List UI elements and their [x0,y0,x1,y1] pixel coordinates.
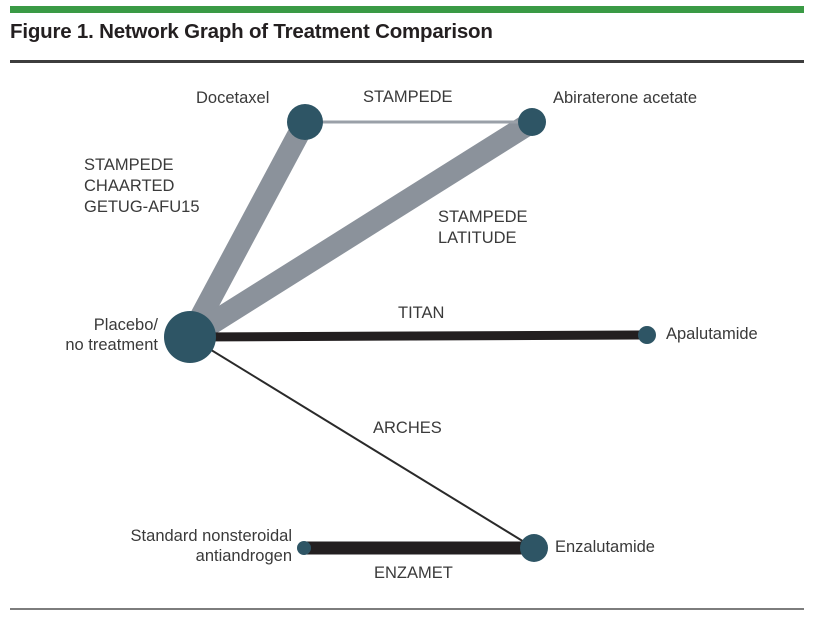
network-graph-svg [164,104,656,562]
node-label-placebo: Placebo/ no treatment [65,316,158,354]
edge-label-placebo-apalutamide: TITAN [398,304,445,322]
edge-label-docetaxel-abiraterone: STAMPEDE [363,88,453,106]
edge-label-placebo-enzalutamide: ARCHES [373,419,442,437]
node-label-abiraterone: Abiraterone acetate [553,89,698,107]
title-divider [10,60,804,63]
edge-label-placebo-docetaxel: STAMPEDE CHAARTED GETUG-AFU15 [84,156,200,216]
edge-label-placebo-abiraterone: STAMPEDE LATITUDE [438,208,528,247]
graph-edge-placebo-docetaxel [180,116,315,343]
node-label-apalutamide: Apalutamide [666,325,758,343]
graph-edge-placebo-apalutamide [189,330,648,342]
graph-node-enzalutamide[interactable] [520,534,548,562]
figure-title: Figure 1. Network Graph of Treatment Com… [10,20,493,43]
graph-node-apalutamide[interactable] [638,326,656,344]
node-label-sna: Standard nonsteroidal antiandrogen [130,527,292,565]
node-label-enzalutamide: Enzalutamide [555,538,655,556]
figure-bottom-rule [10,608,804,610]
graph-node-placebo[interactable] [164,311,216,363]
node-label-docetaxel: Docetaxel [196,89,270,107]
graph-node-docetaxel[interactable] [287,104,323,140]
edges-layer [180,112,648,555]
graph-edge-placebo-abiraterone [184,112,538,347]
graph-node-abiraterone[interactable] [518,108,546,136]
graph-node-sna[interactable] [297,541,311,555]
graph-edge-placebo-enzalutamide [189,336,535,549]
nodes-layer [164,104,656,562]
accent-rule [10,6,804,13]
edge-label-sna-enzalutamide: ENZAMET [374,564,453,582]
